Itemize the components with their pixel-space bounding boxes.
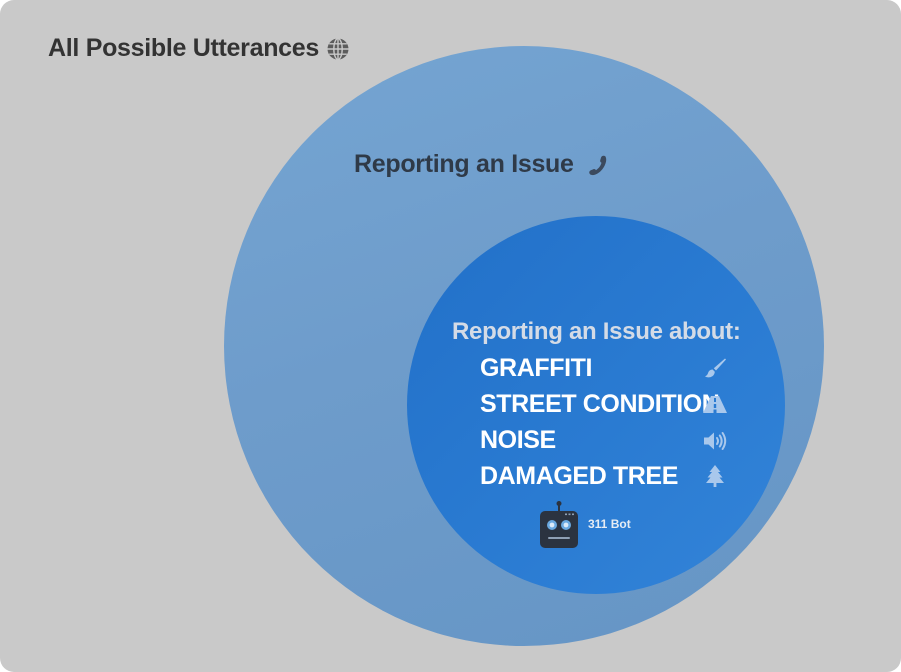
topic-graffiti: GRAFFITI xyxy=(480,354,593,382)
bot-badge: 311 Bot xyxy=(538,500,631,555)
middle-set-label: Reporting an Issue xyxy=(354,150,574,178)
phone-icon xyxy=(586,153,610,177)
outer-set-title: All Possible Utterances xyxy=(48,34,350,63)
speaker-icon xyxy=(702,428,728,454)
bot-label: 311 Bot xyxy=(588,516,631,531)
robot-icon xyxy=(538,500,580,555)
topic-damaged-tree: DAMAGED TREE xyxy=(480,462,678,490)
topic-street-condition: STREET CONDITION xyxy=(480,390,720,418)
paintbrush-icon xyxy=(702,356,728,382)
inner-set-title: Reporting an Issue about: xyxy=(452,318,741,345)
topic-noise: NOISE xyxy=(480,426,556,454)
outer-set-label: All Possible Utterances xyxy=(48,34,319,62)
middle-set-title: Reporting an Issue xyxy=(354,150,610,179)
road-icon xyxy=(702,392,728,418)
tree-icon xyxy=(702,463,728,489)
globe-icon xyxy=(326,37,350,61)
